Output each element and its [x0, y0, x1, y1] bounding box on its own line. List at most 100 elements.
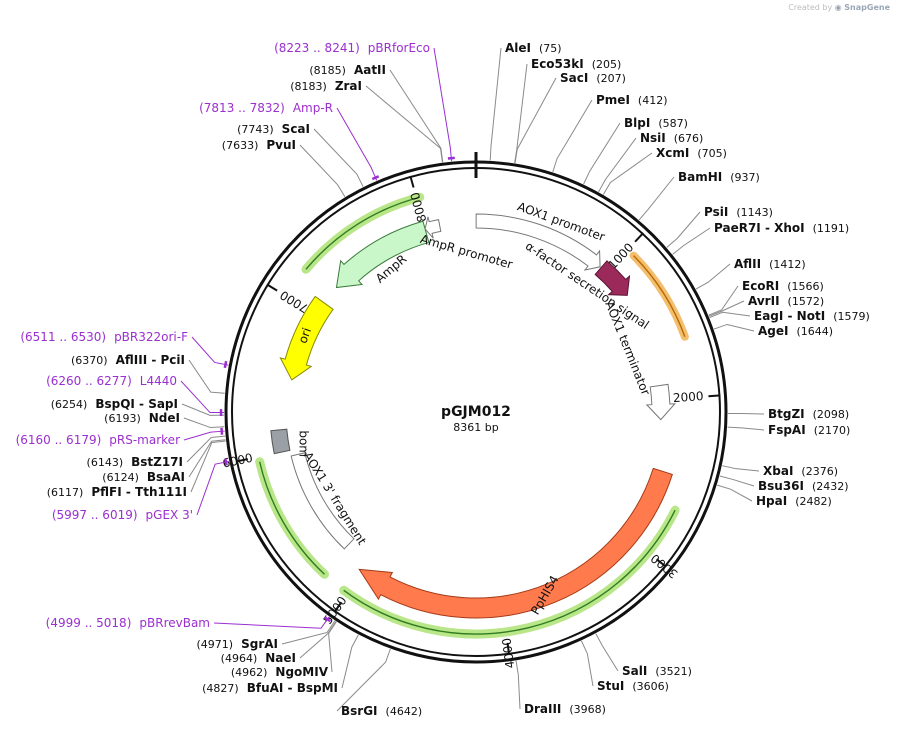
- site-pflfi-tth111i[interactable]: (6117)PflFI - Tth111I: [47, 485, 187, 499]
- primer-amp-r[interactable]: (7813 .. 7832)Amp-R: [199, 101, 333, 115]
- site-blpi[interactable]: BlpI(587): [624, 116, 688, 130]
- site-zrai[interactable]: (8183) ZraI: [290, 79, 362, 93]
- site-paer7i-xhoi[interactable]: PaeR7I - XhoI(1191): [714, 221, 849, 235]
- primer-l4440[interactable]: (6260 .. 6277)L4440: [46, 374, 177, 388]
- site-position: (3968): [569, 703, 606, 716]
- site-name: Bsu36I: [758, 479, 804, 493]
- site-eagi-noti[interactable]: EagI - NotI(1579): [754, 309, 870, 323]
- site-nsii[interactable]: NsiI(676): [640, 131, 703, 145]
- site-name: AatII: [354, 63, 386, 77]
- site-eco53ki[interactable]: Eco53kI(205): [531, 57, 621, 71]
- feature-factor-secretion-signal[interactable]: [594, 260, 631, 296]
- primer-range: (6511 .. 6530): [20, 330, 106, 344]
- site-sgrai[interactable]: (4971)SgrAI: [197, 637, 278, 651]
- site-xcmi[interactable]: XcmI(705): [656, 146, 727, 160]
- site-label-psii: PsiI(1143): [704, 205, 773, 219]
- site-draiii[interactable]: DraIII(3968): [524, 702, 606, 716]
- site-label-ndei: (6193)NdeI: [104, 411, 180, 425]
- site-leader-sgrai: [281, 620, 336, 645]
- tick-label-8000: 8000: [408, 191, 430, 224]
- site-fspai[interactable]: FspAI(2170): [768, 423, 850, 437]
- site-stui[interactable]: StuI(3606): [597, 679, 669, 693]
- primer-label-pgex-3: (5997 .. 6019)pGEX 3': [52, 508, 193, 522]
- site-aflii[interactable]: AflII(1412): [734, 257, 806, 271]
- tick-label-4000: 4000: [499, 637, 517, 669]
- site-avrii[interactable]: AvrII(1572): [748, 294, 824, 308]
- site-bspqi-sapi[interactable]: (6254)BspQI - SapI: [51, 397, 178, 411]
- site-position: (937): [730, 171, 760, 184]
- site-label-bsrgi: BsrGI(4642): [341, 704, 422, 718]
- site-label-naei: (4964)NaeI: [221, 651, 296, 665]
- site-ecori[interactable]: EcoRI(1566): [742, 279, 824, 293]
- site-pvui[interactable]: (7633)PvuI: [222, 138, 296, 152]
- feature-aox1-promoter[interactable]: [475, 213, 601, 271]
- site-position: (6117): [47, 486, 84, 499]
- site-leader-xbai: [722, 465, 760, 472]
- feature-pphis4[interactable]: [358, 467, 673, 619]
- site-name: Eco53kI: [531, 57, 584, 71]
- site-hpai[interactable]: HpaI(2482): [756, 494, 832, 508]
- site-position: (207): [596, 72, 626, 85]
- tick-2000: [708, 394, 721, 398]
- site-label-pmei: PmeI(412): [596, 93, 668, 107]
- site-afliii-pcii[interactable]: (6370)AflIII - PciI: [71, 353, 185, 367]
- site-scai[interactable]: (7743)ScaI: [237, 122, 310, 136]
- site-bamhi[interactable]: BamHI(937): [678, 170, 760, 184]
- site-agei[interactable]: AgeI(1644): [758, 324, 833, 338]
- site-bstz17i[interactable]: (6143)BstZ17I: [87, 455, 183, 469]
- site-label-saci: SacI (207): [560, 71, 626, 85]
- site-bsrgi[interactable]: BsrGI(4642): [341, 704, 422, 718]
- site-aatii[interactable]: (8185)AatII: [309, 63, 386, 77]
- site-pmei[interactable]: PmeI(412): [596, 93, 668, 107]
- site-alei[interactable]: AleI(75): [505, 41, 562, 55]
- site-ndei[interactable]: (6193)NdeI: [104, 411, 180, 425]
- site-btgzi[interactable]: BtgZI(2098): [768, 407, 849, 421]
- primer-mark-prs-marker: [220, 427, 224, 435]
- site-name: BfuAI - BspMI: [247, 681, 338, 695]
- feature-aox1-terminator[interactable]: [645, 383, 676, 421]
- site-name: BspQI - SapI: [95, 397, 178, 411]
- site-leader-paer7i-xhoi: [672, 227, 711, 255]
- site-position: (8183): [290, 80, 327, 93]
- feature-ori[interactable]: [279, 295, 334, 381]
- site-name: SacI: [560, 71, 588, 85]
- site-bsaai[interactable]: (6124)BsaAI: [102, 470, 185, 484]
- site-leader-nsii: [598, 137, 637, 193]
- primer-pgex-3[interactable]: (5997 .. 6019)pGEX 3': [52, 508, 193, 522]
- site-position: (587): [658, 117, 688, 130]
- primer-name: pRS-marker: [109, 433, 180, 447]
- site-leader-pflfi-tth111i: [190, 440, 226, 493]
- site-psii[interactable]: PsiI(1143): [704, 205, 773, 219]
- site-position: (4827): [202, 682, 239, 695]
- feature-bom[interactable]: [270, 428, 291, 455]
- site-name: PmeI: [596, 93, 630, 107]
- site-position: (4642): [386, 705, 423, 718]
- site-leader-stui: [580, 640, 594, 687]
- primer-pbrrevbam[interactable]: (4999 .. 5018)pBRrevBam: [46, 616, 210, 630]
- site-leader-naei: [299, 621, 337, 659]
- primer-pbr322ori-f[interactable]: (6511 .. 6530)pBR322ori-F: [20, 330, 188, 344]
- site-xbai[interactable]: XbaI(2376): [763, 464, 838, 478]
- primer-pbrforeco[interactable]: (8223 .. 8241)pBRforEco: [274, 41, 430, 55]
- site-sali[interactable]: SalI(3521): [622, 664, 692, 678]
- site-name: NgoMIV: [275, 665, 328, 679]
- feature-ampr[interactable]: [335, 220, 430, 289]
- site-leader-agei: [713, 323, 755, 332]
- site-label-bamhi: BamHI(937): [678, 170, 760, 184]
- site-label-pflfi-tth111i: (6117)PflFI - Tth111I: [47, 485, 187, 499]
- site-name: ZraI: [335, 79, 362, 93]
- site-label-draiii: DraIII(3968): [524, 702, 606, 716]
- site-bsu36i[interactable]: Bsu36I(2432): [758, 479, 849, 493]
- pphis4-halo-core: [343, 509, 676, 635]
- site-leader-bspqi-sapi: [181, 403, 225, 416]
- site-saci[interactable]: SacI (207): [560, 71, 626, 85]
- feature-ampr-promoter[interactable]: [424, 216, 442, 239]
- site-label-aatii: (8185)AatII: [309, 63, 386, 77]
- feature-aox1-3-fragment[interactable]: [290, 452, 355, 550]
- site-bfuai-bspmi[interactable]: (4827) BfuAI - BspMI: [202, 681, 338, 695]
- primer-prs-marker[interactable]: (6160 .. 6179)pRS-marker: [16, 433, 180, 447]
- site-ngomiv[interactable]: (4962)NgoMIV: [231, 665, 329, 679]
- site-leader-xcmi: [602, 152, 653, 195]
- site-position: (3606): [632, 680, 669, 693]
- site-naei[interactable]: (4964)NaeI: [221, 651, 296, 665]
